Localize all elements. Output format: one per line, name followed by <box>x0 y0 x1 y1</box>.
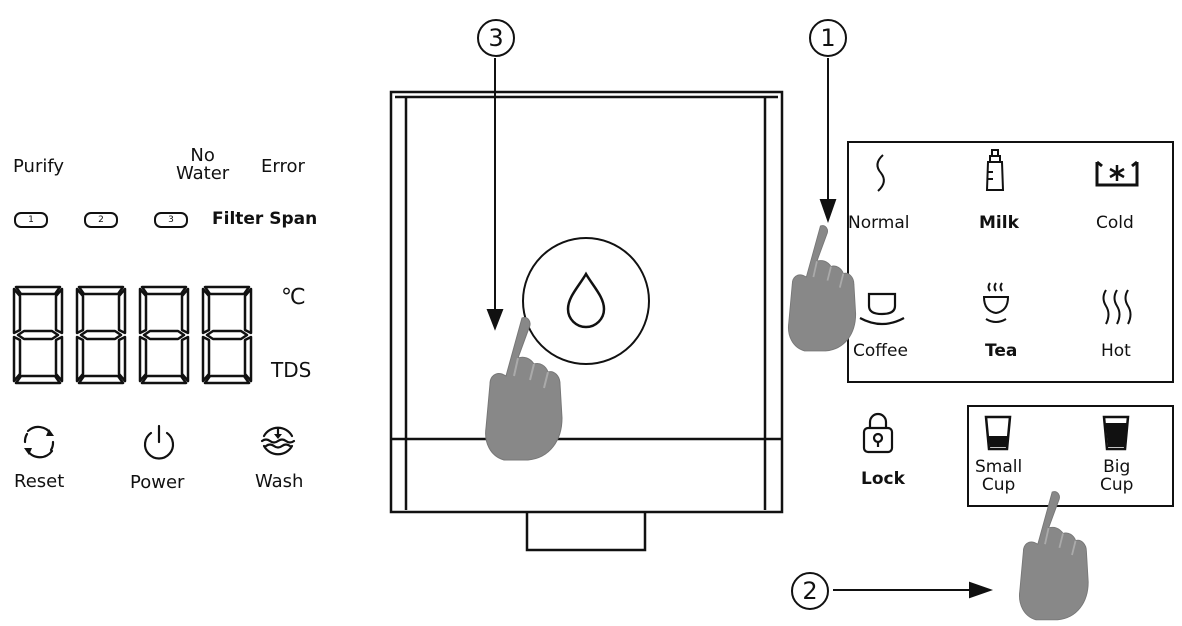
pointing-hand-icon <box>484 316 563 461</box>
tds-unit-label: TDS <box>271 358 312 382</box>
mode-tea-label: Tea <box>985 341 1018 361</box>
filter-indicator-2: 2 <box>84 212 118 228</box>
no-water-label: No Water <box>176 145 230 184</box>
small-cup-icon <box>984 415 1012 451</box>
mode-coffee-label: Coffee <box>853 341 908 361</box>
mode-hot-label: Hot <box>1101 341 1131 361</box>
small-cup-label: Small Cup <box>975 457 1023 495</box>
pointing-hand-icon <box>787 224 857 352</box>
reset-icon <box>23 425 55 459</box>
mode-cold-label: Cold <box>1096 213 1134 233</box>
digit-3 <box>138 285 190 385</box>
snowflake-cup-icon <box>1095 160 1139 187</box>
digit-2 <box>75 285 127 385</box>
seven-segment-display <box>12 285 253 385</box>
error-label: Error <box>261 156 305 177</box>
wash-label: Wash <box>255 471 304 492</box>
wash-icon <box>260 426 296 456</box>
pointing-hand-icon <box>1018 490 1090 621</box>
tea-cup-icon <box>982 282 1010 323</box>
digit-1 <box>12 285 64 385</box>
big-cup-icon <box>1102 415 1130 451</box>
coffee-cup-icon <box>859 292 905 326</box>
callout-3: 3 <box>477 19 515 57</box>
mode-normal-label: Normal <box>848 213 910 233</box>
celsius-unit-label: ℃ <box>281 285 306 310</box>
power-label: Power <box>130 472 185 493</box>
lock-icon <box>862 412 894 454</box>
water-drop-icon <box>522 237 650 365</box>
callout-1: 1 <box>809 19 847 57</box>
big-cup-label: Big Cup <box>1100 457 1134 495</box>
mode-milk-label: Milk <box>979 213 1019 233</box>
filter-span-label: Filter Span <box>212 209 318 229</box>
steam-icon <box>1102 289 1132 325</box>
callout-2: 2 <box>791 572 829 610</box>
lock-label: Lock <box>861 469 905 489</box>
reset-label: Reset <box>14 471 65 492</box>
power-icon <box>143 424 175 460</box>
baby-bottle-icon <box>985 149 1005 191</box>
mode-panel <box>847 141 1174 383</box>
wavy-line-icon <box>876 154 885 192</box>
cup-size-panel <box>967 405 1174 507</box>
purify-label: Purify <box>13 156 65 177</box>
filter-indicator-1: 1 <box>14 212 48 228</box>
filter-indicator-3: 3 <box>154 212 188 228</box>
digit-4 <box>201 285 253 385</box>
